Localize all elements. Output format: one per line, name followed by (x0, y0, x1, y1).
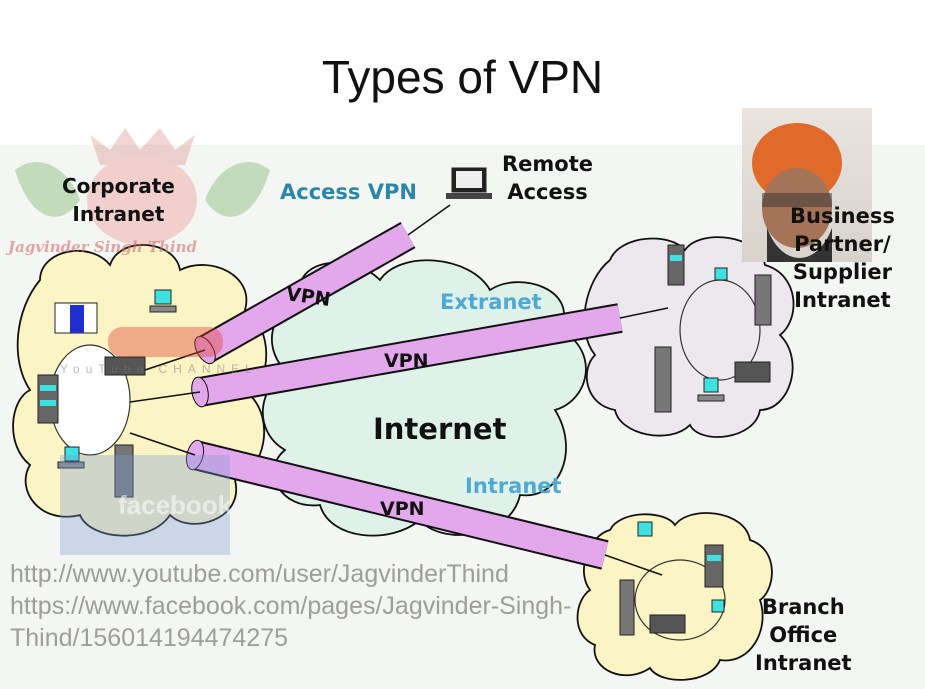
presenter-photo (742, 108, 872, 262)
access-vpn-label: Access VPN (280, 180, 417, 204)
router-icon (654, 346, 672, 413)
server-icon (704, 544, 724, 588)
branch-office-label: Branch Office Intranet (755, 595, 852, 675)
youtube-logo-watermark (108, 327, 223, 357)
computer-icon (637, 521, 653, 537)
crest-watermark (15, 128, 270, 245)
computer-icon (57, 446, 85, 469)
computer-icon (711, 599, 725, 613)
intranet-label: Intranet (465, 474, 562, 498)
facebook-watermark: facebook (118, 490, 233, 520)
extranet-tunnel-label: VPN (384, 350, 429, 372)
extranet-label: Extranet (440, 290, 542, 314)
computer-icon (149, 289, 177, 313)
extranet-vpn-tunnel (129, 303, 669, 408)
switch-icon (104, 356, 146, 376)
intranet-vpn-tunnel (129, 432, 663, 576)
facebook-url-watermark-2: Thind/156014194474275 (10, 624, 289, 652)
slide-title: Types of VPN (321, 51, 604, 103)
corporate-intranet-label: Corporate Intranet (62, 174, 175, 226)
internet-label: Internet (373, 412, 507, 446)
server-icon (54, 302, 98, 334)
server-icon (37, 374, 59, 424)
facebook-logo-watermark (60, 455, 230, 555)
switch-icon (649, 614, 686, 634)
partner-cloud (583, 236, 795, 438)
computer-icon (697, 377, 725, 402)
business-partner-label: Business Partner/ Supplier Intranet (790, 204, 895, 312)
laptop-icon (446, 167, 492, 199)
branch-cloud (576, 512, 773, 681)
server-icon (667, 244, 685, 286)
remote-access-label: Remote Access (502, 152, 594, 204)
router-icon (619, 579, 635, 636)
youtube-url-watermark: http://www.youtube.com/user/JagvinderThi… (10, 560, 509, 588)
router-icon (754, 274, 772, 326)
access-link (144, 349, 206, 371)
signature-watermark: Jagvinder Singh Thind (8, 238, 197, 256)
switch-icon (734, 361, 771, 383)
branch-lan-ring (634, 559, 726, 641)
intranet-tunnel-label: VPN (380, 498, 425, 520)
youtube-channel-watermark: YouTube CHANNEL (60, 362, 258, 376)
computer-icon (714, 267, 728, 281)
router-icon (114, 444, 134, 498)
facebook-url-watermark: https://www.facebook.com/pages/Jagvinder… (10, 592, 572, 620)
